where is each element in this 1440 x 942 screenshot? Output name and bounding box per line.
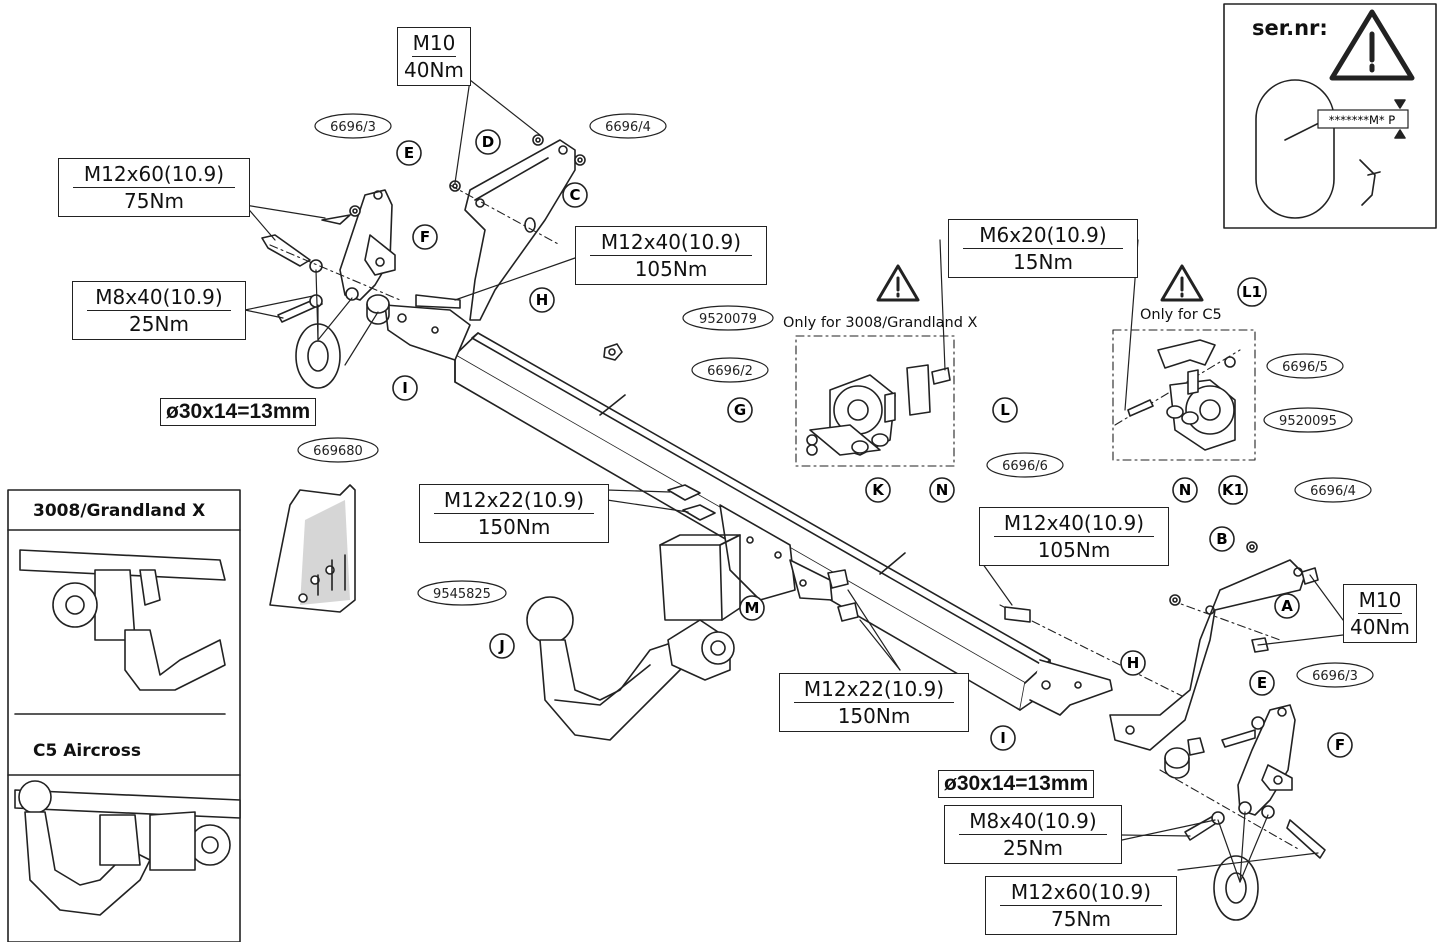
- spec-m12x60-right: M12x60(10.9)75Nm: [985, 876, 1177, 935]
- car-panels: [7, 489, 241, 942]
- svg-text:F: F: [420, 228, 430, 246]
- ref-6696-5: 6696/5: [1282, 360, 1328, 375]
- ball-assembly: [526, 534, 741, 741]
- svg-text:N: N: [936, 481, 949, 499]
- svg-text:M: M: [745, 599, 760, 617]
- svg-text:K: K: [872, 481, 885, 499]
- serial-number-label: ser.nr:: [1252, 16, 1328, 40]
- part-label-m: M: [739, 595, 765, 621]
- part-label-k: K: [865, 477, 891, 503]
- bolts-m12x22: [667, 484, 859, 622]
- socket-3008: [795, 335, 955, 467]
- svg-text:K1: K1: [1222, 481, 1244, 499]
- svg-text:I: I: [402, 379, 408, 397]
- spacer-dim-left: ø30x14=13mm: [160, 398, 317, 426]
- svg-text:I: I: [1000, 729, 1006, 747]
- spec-m12x40-top: M12x40(10.9)105Nm: [575, 226, 767, 285]
- spec-m6x20: M6x20(10.9)15Nm: [948, 219, 1138, 278]
- socket-c5: [1112, 329, 1256, 461]
- ref-669680: 669680: [313, 444, 363, 459]
- part-label-k1: K1: [1218, 475, 1248, 505]
- part-label-n-left: N: [929, 477, 955, 503]
- svg-text:C: C: [569, 186, 580, 204]
- ref-6696-4-right: 6696/4: [1310, 484, 1356, 499]
- part-label-i-left: I: [392, 375, 418, 401]
- svg-text:B: B: [1216, 530, 1227, 548]
- part-label-e-right: E: [1249, 670, 1275, 696]
- spec-m12x60-left: M12x60(10.9)75Nm: [58, 158, 250, 217]
- part-label-e-left: E: [396, 140, 422, 166]
- right-bracket: [1184, 704, 1326, 921]
- svg-text:H: H: [1127, 654, 1140, 672]
- part-label-h-right: H: [1120, 650, 1146, 676]
- svg-text:E: E: [1257, 674, 1267, 692]
- part-label-c: C: [562, 182, 588, 208]
- serial-tag: *******M* P: [1317, 109, 1409, 129]
- spec-m12x22-right: M12x22(10.9)150Nm: [779, 673, 969, 732]
- main-beam: [384, 304, 1113, 716]
- part-label-h-left: H: [529, 287, 555, 313]
- svg-text:A: A: [1281, 597, 1293, 615]
- spec-m8x40-right: M8x40(10.9)25Nm: [944, 805, 1122, 864]
- svg-text:L: L: [1000, 401, 1010, 419]
- ref-6696-3-right: 6696/3: [1312, 669, 1358, 684]
- part-label-f-left: F: [412, 224, 438, 250]
- svg-text:F: F: [1335, 736, 1345, 754]
- ref-9545825: 9545825: [433, 587, 491, 602]
- svg-text:D: D: [482, 133, 494, 151]
- svg-text:*******M* P: *******M* P: [1329, 113, 1396, 127]
- part-label-j: J: [489, 633, 515, 659]
- spec-m12x22-left: M12x22(10.9)150Nm: [419, 484, 609, 543]
- part-label-l: L: [992, 397, 1018, 423]
- part-label-n-right: N: [1172, 477, 1198, 503]
- panel-title-3008: 3008/Grandland X: [33, 501, 206, 521]
- note-only-3008: Only for 3008/Grandland X: [783, 315, 978, 331]
- ref-6696-3-left: 6696/3: [330, 120, 376, 135]
- panel-title-c5: C5 Aircross: [33, 741, 141, 761]
- left-bracket: [261, 189, 461, 389]
- part-label-g: G: [727, 397, 753, 423]
- svg-text:E: E: [404, 144, 414, 162]
- ref-6696-2: 6696/2: [707, 364, 753, 379]
- ref-9520095: 9520095: [1279, 414, 1337, 429]
- left-brace: [449, 134, 586, 321]
- ref-6696-6: 6696/6: [1002, 459, 1048, 474]
- spec-m12x40-right: M12x40(10.9)105Nm: [979, 507, 1169, 566]
- ref-6696-4-left: 6696/4: [605, 120, 651, 135]
- part-label-d: D: [475, 129, 501, 155]
- part-label-b: B: [1209, 526, 1235, 552]
- ref-9520079: 9520079: [699, 312, 757, 327]
- svg-text:N: N: [1179, 481, 1192, 499]
- svg-text:H: H: [536, 291, 549, 309]
- kit-bag: [269, 484, 356, 613]
- part-label-a: A: [1274, 593, 1300, 619]
- right-brace: [1004, 541, 1319, 779]
- spacer-dim-right: ø30x14=13mm: [938, 770, 1095, 798]
- svg-text:L1: L1: [1242, 283, 1262, 301]
- part-label-l1: L1: [1237, 277, 1267, 307]
- part-label-i-right: I: [990, 725, 1016, 751]
- part-label-f-right: F: [1327, 732, 1353, 758]
- note-only-c5: Only for C5: [1140, 307, 1222, 323]
- spec-m8x40-left: M8x40(10.9)25Nm: [72, 281, 246, 340]
- svg-text:J: J: [498, 637, 505, 655]
- svg-text:G: G: [734, 401, 746, 419]
